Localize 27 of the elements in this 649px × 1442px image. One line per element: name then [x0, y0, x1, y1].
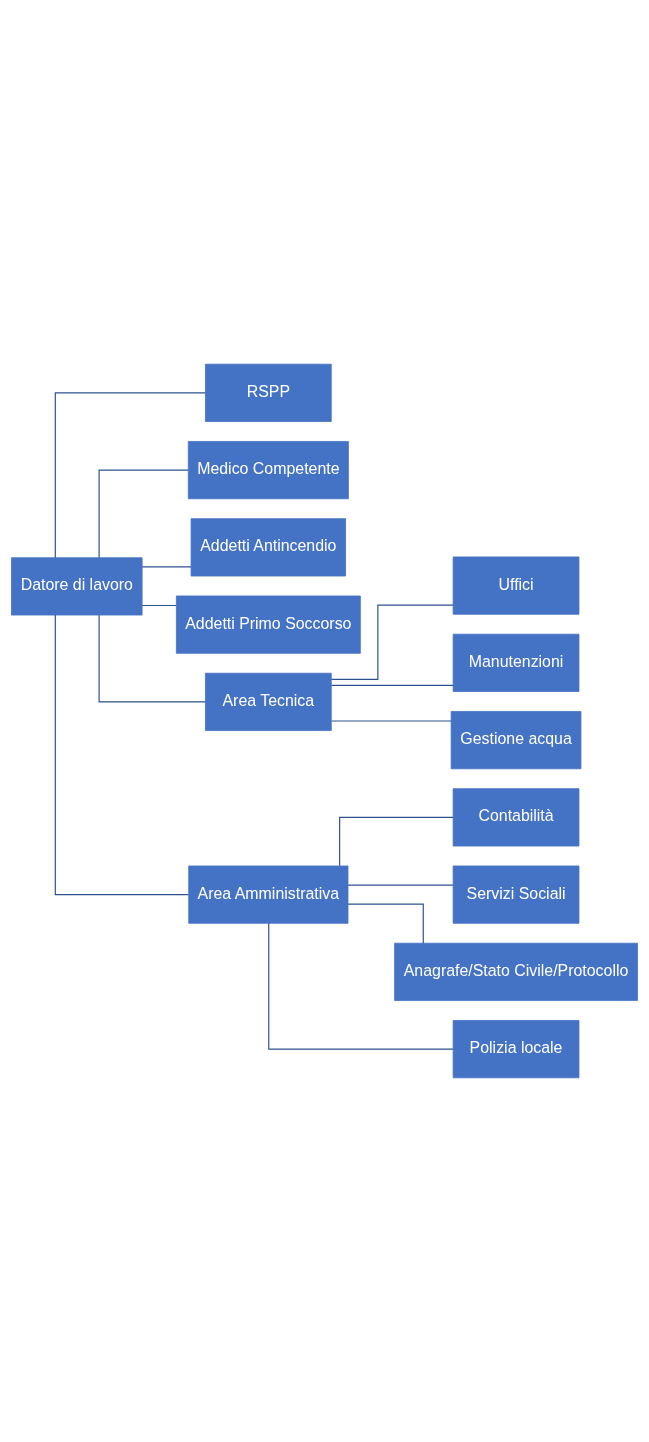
- connector: [268, 922, 454, 1050]
- node-box: Gestione acqua: [450, 711, 582, 770]
- node-box: RSPP: [205, 363, 332, 422]
- connector: [339, 816, 454, 867]
- node-box: Polizia locale: [452, 1020, 580, 1079]
- node-box: Anagrafe/Stato Civile/Protocollo: [394, 942, 638, 1001]
- node-box: Manutenzioni: [452, 633, 580, 692]
- node-box: Contabilità: [452, 788, 580, 847]
- connector: [54, 614, 189, 896]
- connector: [98, 614, 206, 703]
- connector: [54, 392, 206, 559]
- node-box: Addetti Antincendio: [190, 518, 346, 577]
- connector: [347, 903, 424, 944]
- connector: [347, 884, 454, 886]
- connector: [330, 684, 454, 686]
- connector: [330, 604, 454, 680]
- connector: [141, 566, 192, 568]
- node-box: Medico Competente: [187, 441, 349, 500]
- node-box: Servizi Sociali: [452, 865, 580, 924]
- node-box: Area Amministrativa: [188, 865, 349, 924]
- connector: [98, 469, 189, 559]
- node-box: Datore di lavoro: [11, 557, 143, 616]
- node-box: Uffici: [452, 556, 580, 615]
- connector: [330, 720, 452, 722]
- connector: [141, 604, 177, 607]
- node-box: Area Tecnica: [205, 672, 332, 731]
- node-box: Addetti Primo Soccorso: [175, 595, 361, 654]
